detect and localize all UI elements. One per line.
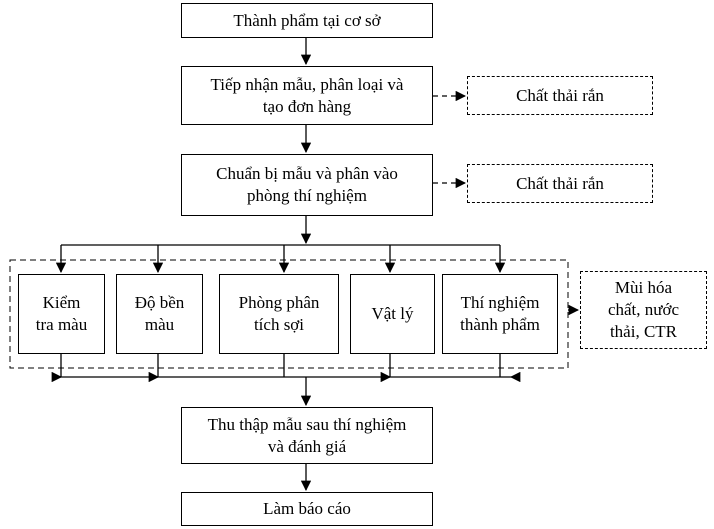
- node-durability-label: Độ bền màu: [134, 293, 185, 334]
- node-prepare-label: Chuẩn bị mẫu và phân vào phòng thí nghiệ…: [216, 164, 398, 205]
- node-report-label: Làm báo cáo: [263, 499, 351, 518]
- node-report: Làm báo cáo: [181, 492, 433, 526]
- node-collect: Thu thập mẫu sau thí nghiệm và đánh giá: [181, 407, 433, 464]
- node-finished-test-label: Thí nghiệm thành phẩm: [460, 293, 540, 334]
- node-prepare: Chuẩn bị mẫu và phân vào phòng thí nghiệ…: [181, 154, 433, 216]
- node-waste-2-label: Chất thải rắn: [516, 173, 604, 193]
- node-start-label: Thành phẩm tại cơ sở: [233, 10, 381, 30]
- node-emissions: Mùi hóa chất, nước thải, CTR: [580, 271, 707, 349]
- node-color-check: Kiểm tra màu: [18, 274, 105, 354]
- node-collect-label: Thu thập mẫu sau thí nghiệm và đánh giá: [207, 414, 407, 456]
- node-fiber-lab: Phòng phân tích sợi: [219, 274, 339, 354]
- node-start: Thành phẩm tại cơ sở: [181, 3, 433, 38]
- node-physics: Vật lý: [350, 274, 435, 354]
- node-color-check-label: Kiểm tra màu: [35, 293, 88, 334]
- node-receive-label: Tiếp nhận mẫu, phân loại và tạo đơn hàng: [210, 74, 404, 116]
- test-lab-group: [9, 259, 569, 369]
- node-emissions-label: Mùi hóa chất, nước thải, CTR: [607, 278, 680, 341]
- node-durability: Độ bền màu: [116, 274, 203, 354]
- node-waste-2: Chất thải rắn: [467, 164, 653, 203]
- node-receive: Tiếp nhận mẫu, phân loại và tạo đơn hàng: [181, 66, 433, 125]
- node-physics-label: Vật lý: [371, 304, 414, 323]
- node-fiber-lab-label: Phòng phân tích sợi: [238, 293, 320, 334]
- node-waste-1: Chất thải rắn: [467, 76, 653, 115]
- node-finished-test: Thí nghiệm thành phẩm: [442, 274, 558, 354]
- node-waste-1-label: Chất thải rắn: [516, 85, 604, 105]
